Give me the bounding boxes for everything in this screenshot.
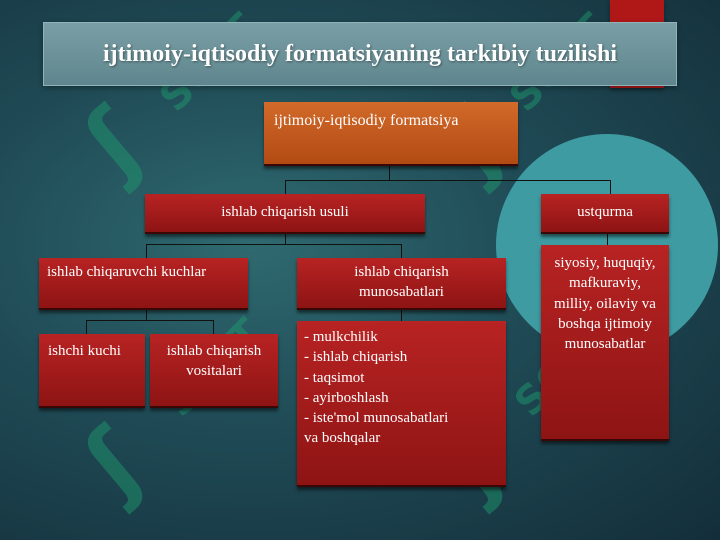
superstructure-label: ustqurma [577,204,633,220]
root-node-label: ijtimoiy-iqtisodiy formatsiya [274,112,459,129]
page-title-bar: ijtimoiy-iqtisodiy formatsiyaning tarkib… [43,22,677,86]
watermark-icon: ʃ [65,90,162,195]
connector [146,244,402,245]
relations-list-item: - taqsimot [304,369,365,386]
connector [285,180,611,181]
connector [146,310,147,320]
superstructure-detail-label: siyosiy, huquqiy, mafkuraviy, milliy, oi… [554,255,656,352]
connector [86,320,214,321]
relations-list-item: va boshqalar [304,430,381,447]
connector [146,244,147,258]
production-relations-label: ishlab chiqarish munosabatlari [354,264,449,301]
productive-forces-label: ishlab chiqaruvchi kuchlar [47,264,207,280]
productive-forces-node: ishlab chiqaruvchi kuchlar [39,258,248,310]
relations-list-item: - iste'mol munosabatlari [304,410,449,426]
relations-list-node: - mulkchilik - ishlab chiqarish - taqsim… [297,321,506,487]
superstructure-detail-node: siyosiy, huquqiy, mafkuraviy, milliy, oi… [541,245,669,441]
production-mode-label: ishlab chiqarish usuli [221,204,349,220]
connector [401,310,402,321]
watermark-icon: ʃ [65,410,162,515]
connector [401,244,402,258]
superstructure-node: ustqurma [541,194,669,234]
means-of-production-label: ishlab chiqarish vositalari [166,343,262,380]
connector [389,166,390,180]
connector [285,180,286,194]
labor-label: ishchi kuchi [48,343,121,359]
relations-list-item: - ayirboshlash [304,389,389,406]
relations-list-item: - mulkchilik [304,329,378,345]
connector [285,234,286,244]
production-mode-node: ishlab chiqarish usuli [145,194,425,234]
connector [610,180,611,194]
labor-node: ishchi kuchi [39,334,145,408]
root-node: ijtimoiy-iqtisodiy formatsiya [264,102,518,166]
page-title: ijtimoiy-iqtisodiy formatsiyaning tarkib… [102,40,618,67]
connector [86,320,87,334]
relations-list-item: - ishlab chiqarish [304,349,408,366]
connector [213,320,214,334]
means-of-production-node: ishlab chiqarish vositalari [150,334,278,408]
production-relations-node: ishlab chiqarish munosabatlari [297,258,506,310]
connector [607,234,608,245]
